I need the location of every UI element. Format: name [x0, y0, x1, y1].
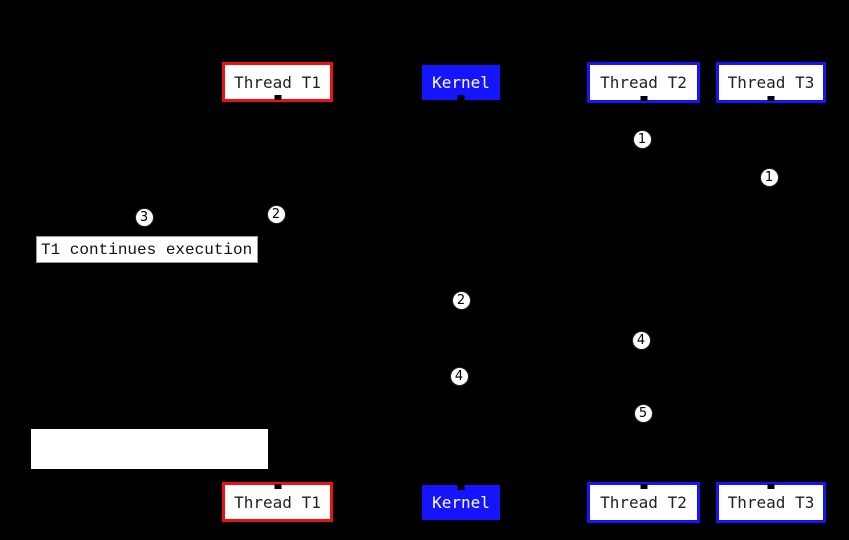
step-badge-3: 3 [134, 207, 154, 227]
actor-box-thread-t1-bottom: Thread T1 [222, 482, 333, 522]
lifeline-notch [457, 485, 465, 490]
step-badge-2: 2 [451, 290, 471, 310]
actor-label: Thread T3 [727, 73, 815, 92]
step-badge-1: 1 [632, 129, 652, 149]
note-t1-continues-execution: T1 continues execution [36, 236, 258, 263]
actor-box-thread-t2-top: Thread T2 [587, 62, 700, 103]
step-badge-1: 1 [759, 167, 779, 187]
lifeline-notch [767, 484, 775, 489]
step-badge-5: 5 [633, 403, 653, 423]
actor-box-thread-t3-top: Thread T3 [716, 62, 826, 103]
actor-box-thread-t1-top: Thread T1 [222, 62, 333, 102]
lifeline-notch [274, 95, 281, 100]
actor-label: Thread T2 [600, 493, 687, 512]
actor-label: Thread T2 [600, 73, 687, 92]
lifeline-notch [640, 96, 647, 101]
step-badge-2: 2 [266, 204, 286, 224]
step-badge-4: 4 [631, 330, 651, 350]
actor-label: Kernel [432, 493, 490, 512]
lifeline-notch [767, 96, 775, 101]
note-text: T1 continues execution [41, 240, 253, 259]
lifeline-notch [640, 484, 647, 489]
lifeline-notch [457, 95, 465, 100]
lifeline-notch [274, 484, 281, 489]
actor-label: Kernel [432, 73, 490, 92]
actor-box-thread-t3-bottom: Thread T3 [716, 482, 826, 523]
actor-box-kernel-top: Kernel [422, 65, 500, 100]
actor-label: Thread T1 [234, 72, 321, 92]
actor-box-thread-t2-bottom: Thread T2 [587, 482, 700, 523]
actor-box-kernel-bottom: Kernel [422, 485, 500, 520]
actor-label: Thread T3 [727, 493, 815, 512]
blank-note-panel [31, 429, 268, 469]
actor-label: Thread T1 [234, 492, 321, 512]
step-badge-4: 4 [449, 366, 469, 386]
